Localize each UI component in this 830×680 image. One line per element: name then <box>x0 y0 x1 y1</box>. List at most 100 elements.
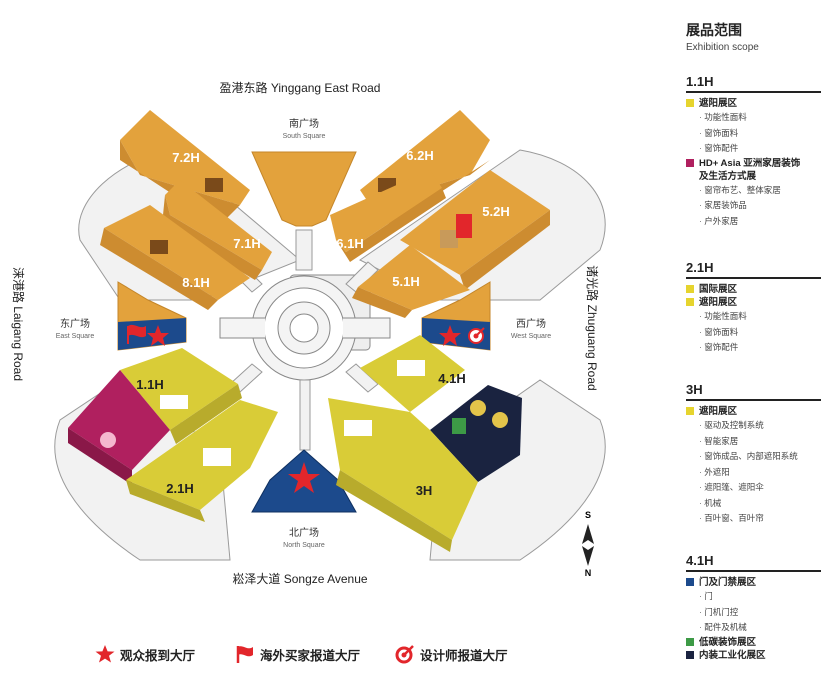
scope-section-2-1h: 2.1H 国际展区 遮阳展区 功能性面料 窗饰面料 窗饰配件 <box>686 260 826 356</box>
hall-5-1[interactable]: 5.1H <box>352 245 470 318</box>
south-square <box>251 151 357 227</box>
scope-hall: 1.1H <box>686 74 714 89</box>
star-icon <box>95 645 115 663</box>
hall-1-1[interactable]: 1.1H <box>120 348 242 444</box>
swatch-dark <box>686 650 694 659</box>
road-east: 诸光路 Zhuguang Road <box>585 265 600 390</box>
swatch-yellow <box>686 298 694 306</box>
scope-section-3h: 3H 遮阳展区 驱动及控制系统 智能家居 窗饰成品、内部遮阳系统 外遮阳 遮阳篷… <box>686 382 826 527</box>
hall-2-1[interactable]: 2.1H <box>126 400 278 522</box>
hall-4-1-brand-logo-a <box>470 400 486 416</box>
road-south: 崧泽大道 Songze Avenue <box>232 572 368 586</box>
road-north: 盈港东路 Yinggang East Road <box>220 80 381 95</box>
scope-item: 功能性面料 <box>686 309 826 325</box>
scope-zone-cont: 及生活方式展 <box>699 170 757 182</box>
hall-5-1-label: 5.1H <box>392 274 419 289</box>
scope-hall: 2.1H <box>686 260 714 275</box>
scope-item: 户外家居 <box>686 214 826 230</box>
venue-map: 南广场 South Square 北广场 North Square 东广场 Ea… <box>11 80 606 586</box>
overseas-flag-icon <box>127 324 146 344</box>
east-square-cn: 东广场 <box>60 317 90 330</box>
hall-7-2-logo <box>205 178 223 192</box>
scope-item: 驱动及控制系统 <box>686 418 826 434</box>
walkways <box>229 229 379 451</box>
scope-item: 家居装饰品 <box>686 198 826 214</box>
compass-icon: S N <box>582 510 594 578</box>
exhibition-scope-panel: 展品范围 Exhibition scope 1.1H 遮阳展区 功能性面料 窗饰… <box>686 20 826 661</box>
swatch-navy <box>686 578 694 586</box>
designer-target-icon <box>395 645 414 664</box>
hall-5-2-logo-a <box>440 230 458 248</box>
scope-item: 窗饰面料 <box>686 126 826 142</box>
panel-subtitle: Exhibition scope <box>686 42 759 53</box>
scope-section-1-1h: 1.1H 遮阳展区 功能性面料 窗饰面料 窗饰配件 HD+ Asia 亚洲家居装… <box>686 74 826 229</box>
compass-north: N <box>585 568 592 578</box>
hall-3-r-t-asia-logo <box>344 420 372 436</box>
scope-zone: 内装工业化展区 <box>686 649 826 662</box>
scope-item: 功能性面料 <box>686 110 826 126</box>
divider <box>686 570 821 572</box>
east-square-star <box>147 325 169 346</box>
scope-section-4-1h: 4.1H 门及门禁展区 门 门机门控 配件及机械 低碳装饰展区 内装工业化展区 <box>686 553 826 662</box>
divider <box>686 277 821 279</box>
hall-4-1[interactable]: 4.1H <box>360 335 466 412</box>
hall-2-1-r-t-asia-logo <box>203 448 231 466</box>
hall-4-1-r-t-asia-logo <box>397 360 425 376</box>
hall-7-1[interactable]: 7.1H <box>162 180 272 280</box>
hall-5-2[interactable]: 5.2H <box>400 170 550 290</box>
hall-4-1-low-carbon-zone[interactable] <box>430 385 522 482</box>
scope-item: 机械 <box>686 496 826 512</box>
hall-2-1-label: 2.1H <box>166 481 193 496</box>
scope-item: 窗帘布艺、整体家居 <box>686 183 826 199</box>
scope-zone: 低碳装饰展区 <box>686 636 826 649</box>
scope-hall: 4.1H <box>686 553 714 568</box>
scope-item: 窗饰配件 <box>686 340 826 356</box>
south-square-en: South Square <box>283 133 326 140</box>
west-square-star <box>439 325 461 346</box>
west-square-en: West Square <box>511 333 551 340</box>
scope-item: 窗饰面料 <box>686 325 826 341</box>
hall-1-1-hd-zone[interactable] <box>68 370 170 485</box>
swatch-yellow <box>686 407 694 415</box>
hall-1-1-r-t-asia-logo <box>160 395 188 409</box>
hall-3[interactable]: 3H <box>328 398 478 552</box>
legend-visitor: 观众报到大厅 <box>95 644 195 664</box>
scope-item: 百叶窗、百叶帘 <box>686 511 826 527</box>
scope-zone: 国际展区 <box>686 283 826 296</box>
east-square-en: East Square <box>56 333 95 340</box>
hall-1-1-label: 1.1H <box>136 377 163 392</box>
scope-zone: HD+ Asia 亚洲家居装饰 <box>686 157 826 170</box>
scope-hall: 3H <box>686 382 703 397</box>
designer-icon <box>468 327 485 344</box>
swatch-yellow <box>686 99 694 107</box>
map-legend: 观众报到大厅 海外买家报道大厅 设计师报道大厅 <box>95 644 655 668</box>
legend-designer: 设计师报道大厅 <box>395 644 508 664</box>
hall-5-2-label: 5.2H <box>482 204 509 219</box>
hall-6-1[interactable]: 6.1H <box>330 170 446 262</box>
hall-4-1-label: 4.1H <box>438 371 465 386</box>
scope-item: 智能家居 <box>686 434 826 450</box>
swatch-green <box>686 637 694 646</box>
scope-zone: 遮阳展区 <box>686 296 826 309</box>
compass-south: S <box>585 510 591 520</box>
swatch-yellow <box>686 285 694 293</box>
west-square-cn: 西广场 <box>516 317 546 330</box>
scope-item: 遮阳篷、遮阳伞 <box>686 480 826 496</box>
hall-7-1-label: 7.1H <box>233 236 260 251</box>
flag-icon <box>236 646 253 663</box>
hall-8-1-logo <box>150 240 168 254</box>
low-carbon-logo <box>452 418 466 434</box>
hall-8-1[interactable]: 8.1H <box>100 205 250 310</box>
road-west: 涞港路 Laigang Road <box>11 267 26 381</box>
hall-5-2-logo-b <box>456 214 472 238</box>
scope-zone: 门及门禁展区 <box>686 576 826 589</box>
scope-item: 门机门控 <box>686 605 826 621</box>
legend-overseas: 海外买家报道大厅 <box>235 644 360 664</box>
hall-4-1-brand-logo-b <box>492 412 508 428</box>
scope-item: 配件及机械 <box>686 620 826 636</box>
swatch-magenta <box>686 158 694 167</box>
hall-7-2-label: 7.2H <box>172 150 199 165</box>
panel-title: 展品范围 <box>686 22 742 38</box>
south-square-cn: 南广场 <box>289 117 319 130</box>
hall-6-1-label: 6.1H <box>336 236 363 251</box>
